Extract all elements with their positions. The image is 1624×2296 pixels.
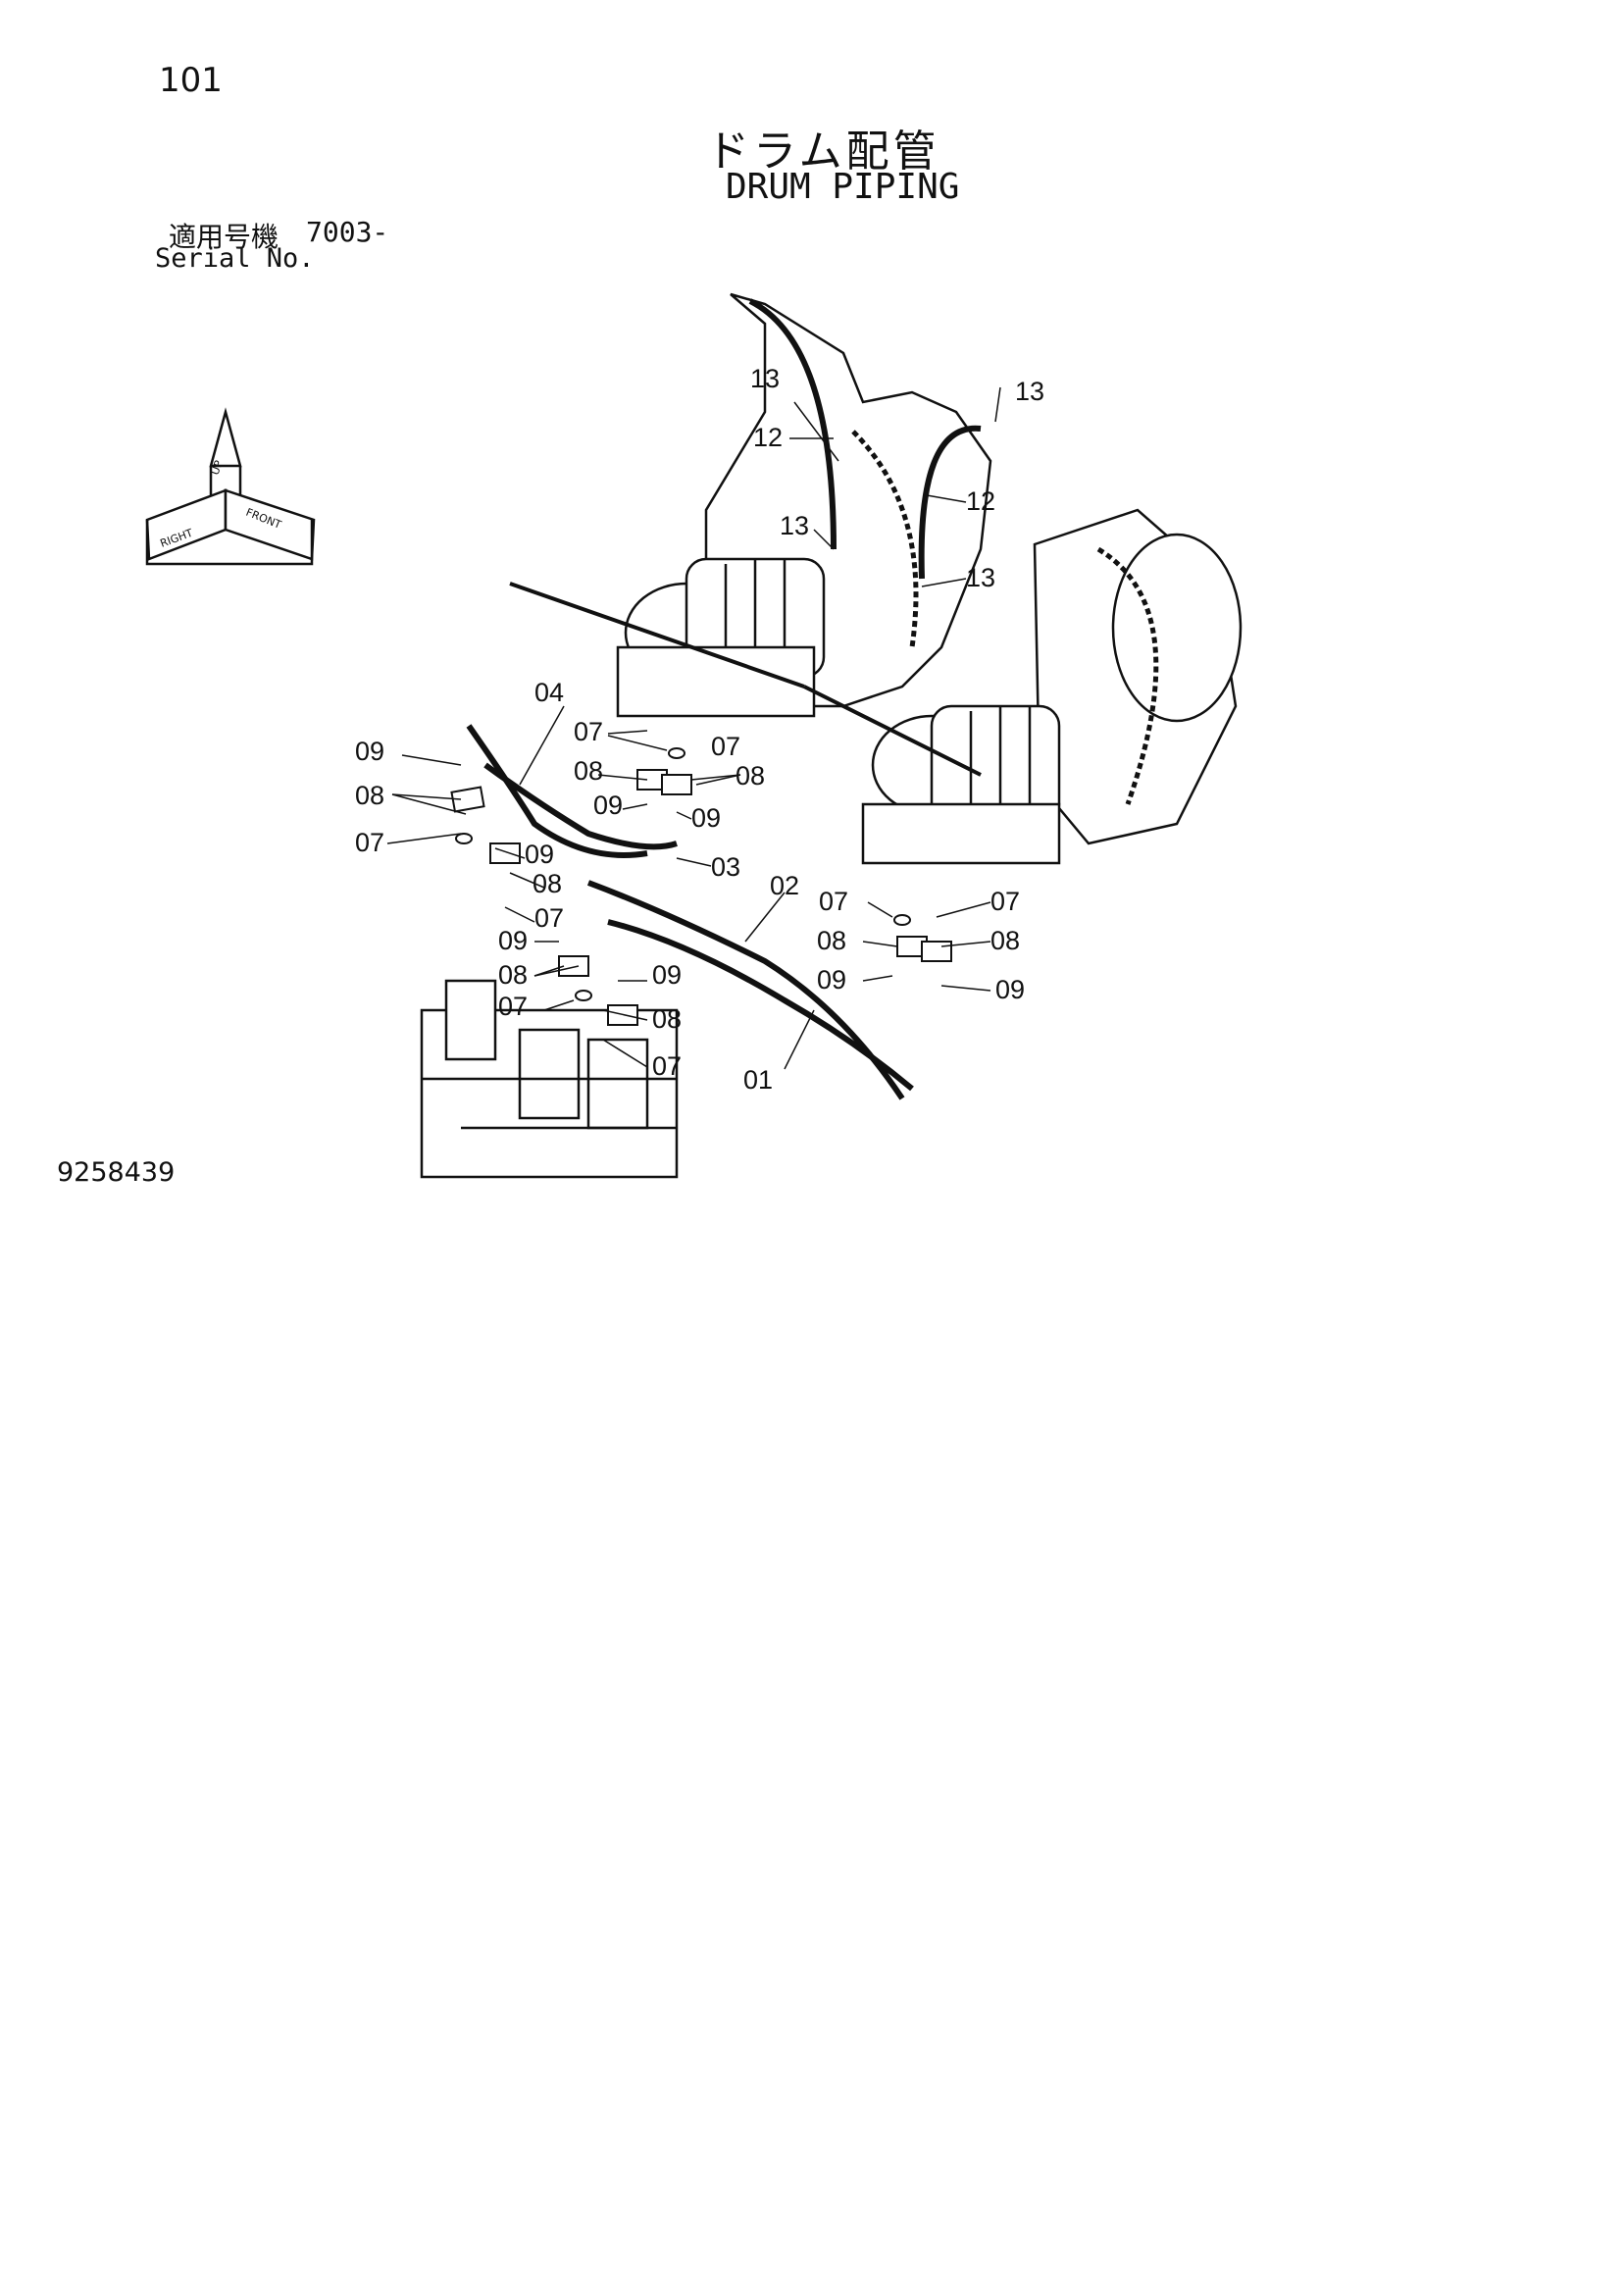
- svg-text:12: 12: [966, 486, 995, 516]
- serial-value: 7003-: [306, 216, 389, 248]
- callout-09e: 09: [498, 926, 528, 955]
- svg-text:07: 07: [990, 887, 1020, 916]
- drawing-number: 9258439: [57, 1157, 176, 1188]
- callout-07a: 07: [355, 828, 384, 857]
- callout-07g: 07: [819, 887, 848, 916]
- svg-text:08: 08: [817, 926, 846, 955]
- left-drum-assembly: [509, 292, 992, 718]
- callout-09a: 09: [355, 737, 384, 766]
- callout-13b: 13: [1015, 377, 1044, 406]
- svg-text:07: 07: [355, 828, 384, 857]
- svg-text:07: 07: [652, 1051, 682, 1081]
- callout-08a: 08: [355, 781, 384, 810]
- title-japanese: ドラム配管: [706, 127, 940, 177]
- svg-text:07: 07: [534, 903, 564, 933]
- callout-01: 01: [743, 1065, 773, 1095]
- callout-08f: 08: [652, 1004, 682, 1034]
- callout-09b: 09: [593, 791, 623, 820]
- svg-text:09: 09: [593, 791, 623, 820]
- svg-text:08: 08: [355, 781, 384, 810]
- callout-07f: 07: [652, 1051, 682, 1081]
- svg-text:01: 01: [743, 1065, 773, 1095]
- svg-text:09: 09: [691, 803, 721, 833]
- svg-text:07: 07: [819, 887, 848, 916]
- orientation-label-up: UP: [209, 458, 226, 477]
- callout-09d: 09: [525, 840, 554, 869]
- svg-text:08: 08: [736, 761, 765, 791]
- callout-09c: 09: [691, 803, 721, 833]
- svg-text:09: 09: [995, 975, 1025, 1004]
- svg-text:07: 07: [574, 717, 603, 746]
- callout-08e: 08: [498, 960, 528, 990]
- callout-09f: 09: [652, 960, 682, 990]
- svg-text:09: 09: [652, 960, 682, 990]
- svg-text:UP: UP: [209, 458, 226, 477]
- svg-text:13: 13: [966, 563, 995, 592]
- callout-13d: 13: [966, 563, 995, 592]
- callout-08b: 08: [574, 756, 603, 786]
- svg-text:07: 07: [498, 992, 528, 1021]
- hoses: [466, 298, 982, 1100]
- callout-09g: 09: [817, 965, 846, 995]
- svg-text:08: 08: [990, 926, 1020, 955]
- svg-text:07: 07: [711, 732, 740, 761]
- callout-12a: 12: [753, 423, 783, 452]
- right-drum-assembly: [803, 508, 1243, 865]
- callout-02: 02: [770, 871, 799, 900]
- svg-text:08: 08: [533, 869, 562, 898]
- callout-08c: 08: [736, 761, 765, 791]
- callout-08d: 08: [533, 869, 562, 898]
- svg-text:09: 09: [817, 965, 846, 995]
- svg-text:08: 08: [574, 756, 603, 786]
- callout-12b: 12: [966, 486, 995, 516]
- svg-text:08: 08: [652, 1004, 682, 1034]
- callout-13a: 13: [750, 364, 780, 393]
- svg-text:09: 09: [498, 926, 528, 955]
- svg-text:09: 09: [525, 840, 554, 869]
- callout-08g: 08: [817, 926, 846, 955]
- svg-text:13: 13: [780, 511, 809, 540]
- svg-text:13: 13: [750, 364, 780, 393]
- svg-text:13: 13: [1015, 377, 1044, 406]
- callout-07e: 07: [498, 992, 528, 1021]
- callout-03: 03: [711, 852, 740, 882]
- page-number: 101: [159, 61, 223, 100]
- control-valve-block: [420, 979, 679, 1179]
- callout-07d: 07: [534, 903, 564, 933]
- serial-label-japanese: 適用号機: [169, 221, 279, 253]
- svg-text:03: 03: [711, 852, 740, 882]
- svg-text:02: 02: [770, 871, 799, 900]
- svg-text:09: 09: [355, 737, 384, 766]
- callout-07b: 07: [574, 717, 603, 746]
- title-english: DRUM PIPING: [726, 167, 960, 207]
- drum-piping-diagram: UP RIGHT FRONT: [145, 292, 1243, 1179]
- svg-text:04: 04: [534, 678, 564, 707]
- orientation-icon: UP RIGHT FRONT: [145, 407, 316, 566]
- svg-text:08: 08: [498, 960, 528, 990]
- callout-07h: 07: [990, 887, 1020, 916]
- callout-13c: 13: [780, 511, 809, 540]
- callout-04: 04: [534, 678, 564, 707]
- callout-08h: 08: [990, 926, 1020, 955]
- serial-label-english: Serial No.: [155, 243, 315, 274]
- leader-lines: [386, 386, 1001, 1070]
- callout-09h: 09: [995, 975, 1025, 1004]
- fittings: [450, 747, 952, 1026]
- svg-text:12: 12: [753, 423, 783, 452]
- callout-07c: 07: [711, 732, 740, 761]
